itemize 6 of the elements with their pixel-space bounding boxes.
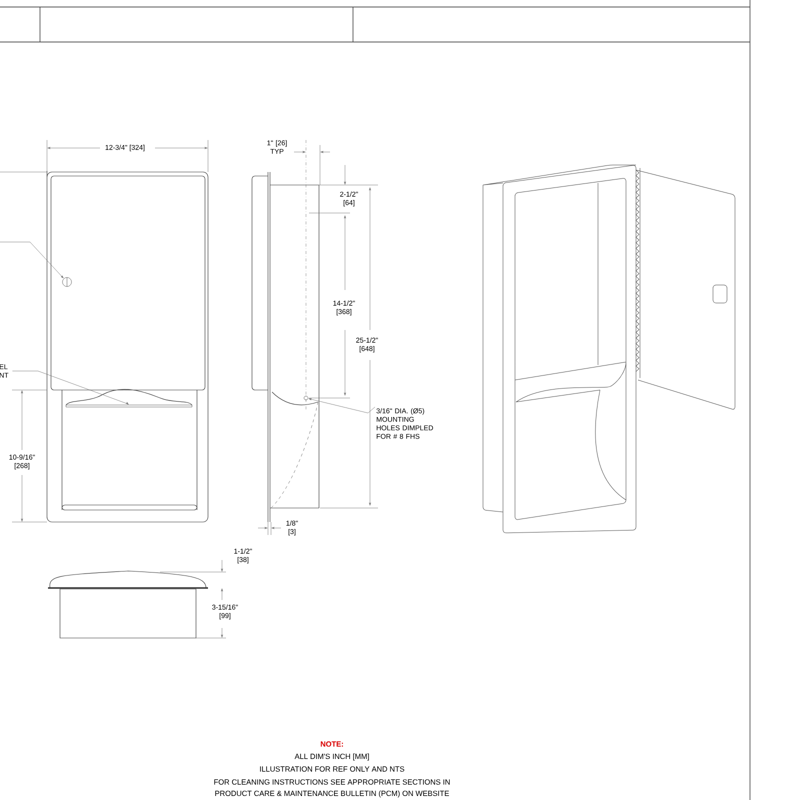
towel-slot (66, 404, 192, 408)
mounting-hole (304, 396, 308, 400)
leader-line (308, 398, 376, 414)
lock-symbol (62, 277, 72, 287)
leader-line (0, 242, 64, 278)
leader-line (12, 370, 129, 405)
